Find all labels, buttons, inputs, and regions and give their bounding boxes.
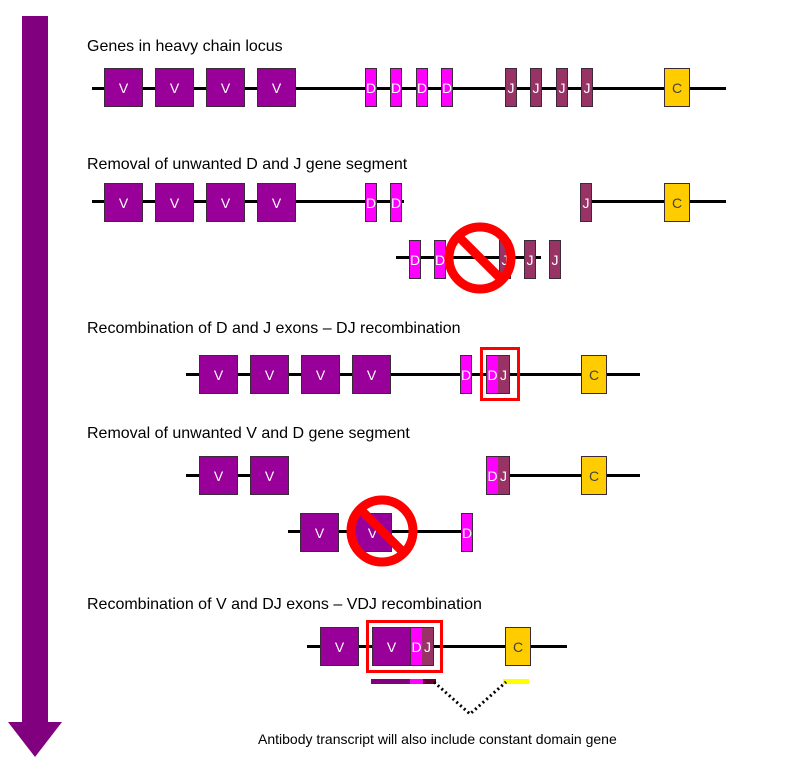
d-segment: D [365, 68, 377, 107]
d-segment: D [409, 240, 421, 279]
d-segment: D [390, 183, 402, 222]
v-segment: V [250, 355, 289, 394]
v-segment: V [257, 68, 296, 107]
dj-d-part: D [410, 627, 422, 666]
d-segment: D [434, 240, 446, 279]
v-segment: V [300, 513, 339, 552]
v-segment: V [199, 456, 238, 495]
prohibit-icon [346, 495, 418, 567]
step-1-title: Genes in heavy chain locus [87, 38, 283, 55]
d-segment: D [460, 355, 472, 394]
d-segment: D [365, 183, 377, 222]
step-5-title: Recombination of V and DJ exons – VDJ re… [87, 596, 482, 613]
v-segment: V [199, 355, 238, 394]
c-segment: C [664, 183, 690, 222]
transcript-d-bar [410, 679, 423, 684]
c-segment: C [664, 68, 690, 107]
c-segment: C [581, 456, 607, 495]
v-segment: V [155, 68, 194, 107]
v-segment: V [206, 183, 245, 222]
step-2-title: Removal of unwanted D and J gene segment [87, 156, 408, 173]
d-segment: D [416, 68, 428, 107]
v-segment: V [155, 183, 194, 222]
j-segment: J [524, 240, 536, 279]
j-segment: J [505, 68, 517, 107]
dna-line [396, 256, 541, 259]
dna-line [186, 373, 640, 376]
v-segment: V [372, 627, 411, 666]
dna-line [585, 200, 726, 203]
c-segment: C [581, 355, 607, 394]
dj-highlight-box [480, 347, 520, 401]
dna-line [307, 645, 567, 648]
d-segment: D [390, 68, 402, 107]
transcript-v-bar [371, 679, 410, 684]
arrow-head [8, 722, 62, 757]
dj-j-part: J [498, 355, 510, 394]
transcript-c-bar [503, 679, 529, 684]
j-segment: J [581, 68, 593, 107]
v-segment: V [104, 68, 143, 107]
arrow-shaft [22, 16, 48, 724]
splice-connector [433, 680, 507, 717]
process-arrow [8, 16, 62, 757]
j-segment: J [530, 68, 542, 107]
step-4-title: Removal of unwanted V and D gene segment [87, 425, 410, 442]
v-segment: V [104, 183, 143, 222]
dj-j-part: J [498, 456, 510, 495]
dj-d-part: D [486, 456, 498, 495]
transcript-caption: Antibody transcript will also include co… [258, 731, 617, 747]
v-segment: V [301, 355, 340, 394]
v-segment: V [352, 355, 391, 394]
dna-line [92, 87, 726, 90]
j-segment: J [556, 68, 568, 107]
vdj-highlight-box [366, 620, 443, 673]
v-segment: V [206, 68, 245, 107]
step-3-title: Recombination of D and J exons – DJ reco… [87, 320, 461, 337]
dna-line [510, 474, 640, 477]
d-segment: D [461, 513, 473, 552]
c-segment: C [505, 627, 531, 666]
transcript-j-bar [423, 679, 436, 684]
dj-d-part: D [486, 355, 498, 394]
prohibit-icon [444, 222, 516, 294]
v-segment: V [257, 183, 296, 222]
j-segment: J [549, 240, 561, 279]
j-segment: J [580, 183, 592, 222]
dj-j-part: J [422, 627, 434, 666]
dna-line [92, 200, 404, 203]
v-segment: V [320, 627, 359, 666]
d-segment: D [441, 68, 453, 107]
v-segment: V [250, 456, 289, 495]
